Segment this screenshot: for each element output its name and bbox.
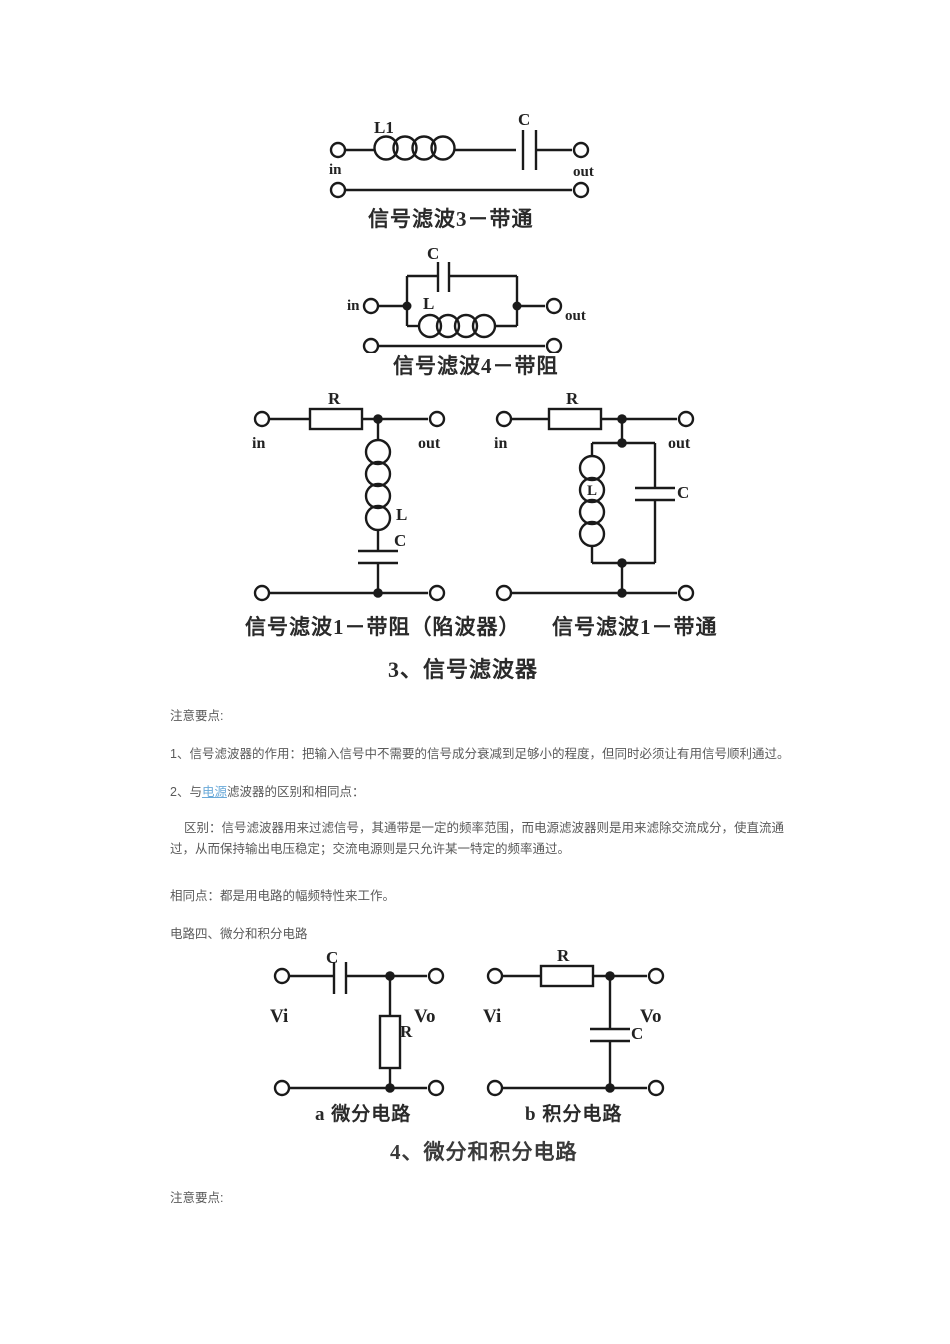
note-item-2-prefix: 2、与 [170, 785, 202, 799]
label-terminal-in: in [494, 435, 508, 452]
label-terminal-in: in [329, 162, 342, 178]
label-inductor-L: L [587, 483, 598, 499]
note-difference: 区别：信号滤波器用来过滤信号，其通带是一定的频率范围，而电源滤波器则是用来滤除交… [170, 821, 785, 856]
label-inductor-L1: L1 [374, 118, 394, 137]
caption-filter1-bandpass: 信号滤波1－带通 [552, 615, 718, 639]
schematic-filter3-bandpass [329, 130, 590, 199]
figure-differentiator: C R Vi Vo [270, 948, 472, 1102]
label-capacitor-C: C [427, 244, 440, 263]
label-terminal-out: out [668, 435, 691, 452]
caption-filter4-bandstop: 信号滤波4－带阻 [393, 354, 559, 378]
label-terminal-vo: Vo [640, 1006, 662, 1027]
figure-filter3-bandpass: L1 C in out [320, 110, 620, 202]
label-capacitor-C: C [631, 1024, 644, 1043]
section-title-diff-int: 4、微分和积分电路 [390, 1140, 578, 1164]
label-terminal-out: out [565, 308, 586, 324]
label-inductor-L: L [423, 294, 435, 313]
power-supply-link[interactable]: 电源 [201, 785, 227, 799]
note-same: 相同点：都是用电路的幅频特性来工作。 [170, 889, 396, 903]
schematic-integrator [486, 964, 665, 1097]
label-inductor-L: L [396, 505, 408, 524]
figure-filter1-bandstop-notch: R L C in out [250, 389, 470, 610]
schematic-filter1-bandstop-notch [253, 407, 446, 602]
label-resistor-R: R [566, 389, 579, 408]
label-terminal-vi: Vi [270, 1006, 289, 1027]
section-title-filters: 3、信号滤波器 [388, 657, 539, 682]
figure-filter4-bandstop: C L in out [345, 244, 605, 353]
caption-integrator: b 积分电路 [525, 1104, 623, 1125]
label-capacitor-C: C [326, 948, 339, 967]
heading-circuit-four: 电路四、微分和积分电路 [170, 927, 308, 941]
label-terminal-in: in [252, 435, 266, 452]
caption-filter1-bandstop-notch: 信号滤波1－带阻（陷波器） [245, 615, 521, 639]
label-terminal-in: in [347, 298, 360, 314]
notes-heading-1: 注意要点: [170, 709, 224, 723]
label-terminal-out: out [573, 164, 594, 180]
label-terminal-vi: Vi [483, 1006, 502, 1027]
label-capacitor-C: C [677, 483, 690, 502]
caption-differentiator: a 微分电路 [315, 1104, 412, 1125]
label-capacitor-C: C [394, 531, 407, 550]
schematic-differentiator [273, 962, 445, 1097]
label-resistor-R: R [400, 1022, 413, 1041]
label-capacitor-C: C [518, 110, 531, 129]
note-item-1: 1、信号滤波器的作用：把输入信号中不需要的信号成分衰减到足够小的程度，但同时必须… [170, 747, 790, 761]
label-resistor-R: R [557, 946, 570, 965]
note-item-2-suffix: 滤波器的区别和相同点： [226, 785, 365, 799]
label-terminal-out: out [418, 435, 441, 452]
schematic-filter1-bandpass [495, 407, 695, 602]
caption-filter3-bandpass: 信号滤波3－带通 [368, 207, 534, 231]
label-terminal-vo: Vo [414, 1006, 436, 1027]
schematic-filter4-bandstop [362, 262, 563, 353]
note-item-2: 2、与电源滤波器的区别和相同点： [170, 782, 364, 803]
notes-heading-2: 注意要点: [170, 1191, 224, 1205]
figure-filter1-bandpass: R L C in out [492, 389, 717, 610]
label-resistor-R: R [328, 389, 341, 408]
figure-integrator: R C Vi Vo [483, 946, 690, 1102]
